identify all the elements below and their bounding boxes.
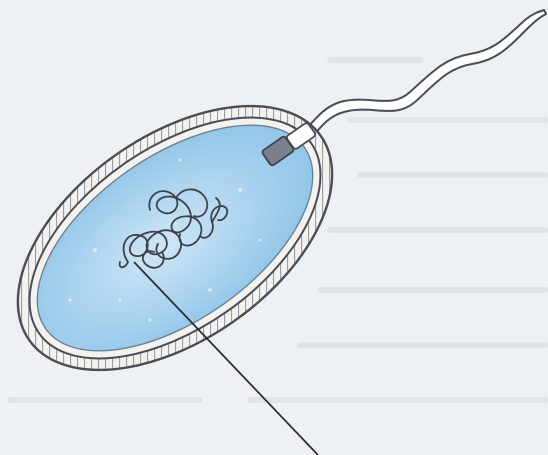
rod-bacterium-icon [0,52,379,423]
flagellum-icon [298,10,546,144]
